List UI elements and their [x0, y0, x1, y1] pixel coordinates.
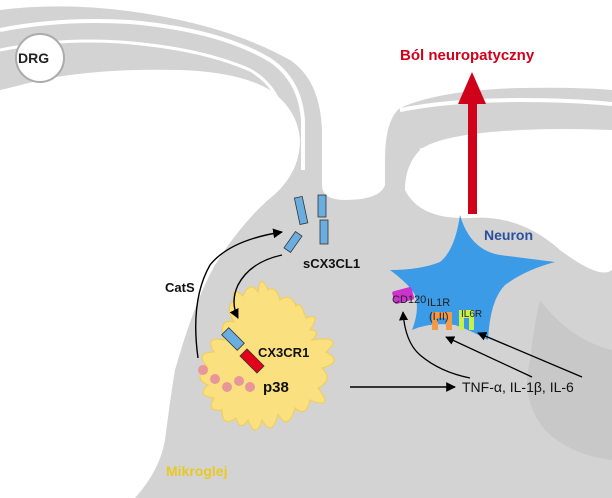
cats-arrow-up: [195, 228, 283, 359]
il6r-receptor: [459, 310, 474, 330]
il6-to-il6r-arrow: [477, 332, 583, 378]
scx3cl1-label: sCX3CL1: [303, 256, 360, 271]
drg-axon-right: [399, 97, 612, 112]
neuron-cell: Neuron: [390, 215, 555, 340]
cats-granule-2: [210, 374, 220, 384]
cytokine-release: TNF-α, IL-1β, IL-6: [350, 311, 583, 395]
drg-axon-lower: [0, 39, 288, 175]
il1r-receptor: [432, 312, 452, 330]
scx3cl1-bar-1: [293, 195, 309, 226]
il1r-label-line1: IL1R: [427, 297, 450, 309]
drg-axon-bottom: [419, 140, 612, 152]
drg-axon-upper: [0, 19, 305, 170]
scx3cl1-fragments: sCX3CL1: [283, 194, 360, 271]
il1r-label-line2: (I,II): [429, 311, 449, 323]
neuropathic-pain-arrow: Ból neuropatyczny: [400, 47, 535, 214]
microglia-label: Mikroglej: [166, 463, 227, 479]
cx3cr1-receptor: CX3CR1: [221, 327, 309, 374]
cats-arrow-down: [229, 254, 283, 319]
cx3cr1-label: CX3CR1: [258, 345, 309, 360]
drg-nucleus: [15, 33, 65, 83]
tnf-to-cd120-arrow: [399, 311, 471, 379]
cats-granule-4: [234, 376, 244, 386]
scx3cl1-bar-3: [319, 219, 329, 245]
drg-label: DRG: [18, 50, 49, 66]
cats-granule-5: [245, 382, 255, 392]
p38-label: p38: [263, 379, 289, 396]
cats-label: CatS: [165, 280, 195, 295]
neuron-body: [390, 215, 555, 340]
cats-granule-1: [198, 365, 208, 375]
cx3cr1-blue-part: [221, 327, 245, 351]
il1b-to-il1r-arrow: [445, 336, 533, 378]
drg-cell-body: [0, 6, 612, 498]
scx3cl1-bar-4: [283, 230, 303, 254]
cats-cycle: CatS: [165, 228, 283, 359]
gray-matter-right: [527, 300, 612, 460]
pain-arrow-shaft: [468, 102, 477, 214]
cathepsin-granules: [198, 365, 255, 392]
cytokines-label: TNF-α, IL-1β, IL-6: [462, 379, 574, 395]
cd120-receptor: [392, 287, 415, 304]
cd120-label: CD120: [392, 294, 426, 306]
neuropathic-pain-label: Ból neuropatyczny: [400, 47, 535, 64]
scx3cl1-bar-2: [317, 194, 327, 218]
il6r-label: IL6R: [461, 309, 482, 320]
cx3cr1-red-part: [239, 348, 265, 374]
cats-granule-3: [222, 382, 232, 392]
pain-arrow-head: [458, 72, 486, 104]
neuron-label: Neuron: [484, 227, 533, 243]
drg-neuron: DRG: [0, 6, 612, 498]
neuron-receptors: CD120 IL1R (I,II) IL6R: [392, 287, 482, 330]
